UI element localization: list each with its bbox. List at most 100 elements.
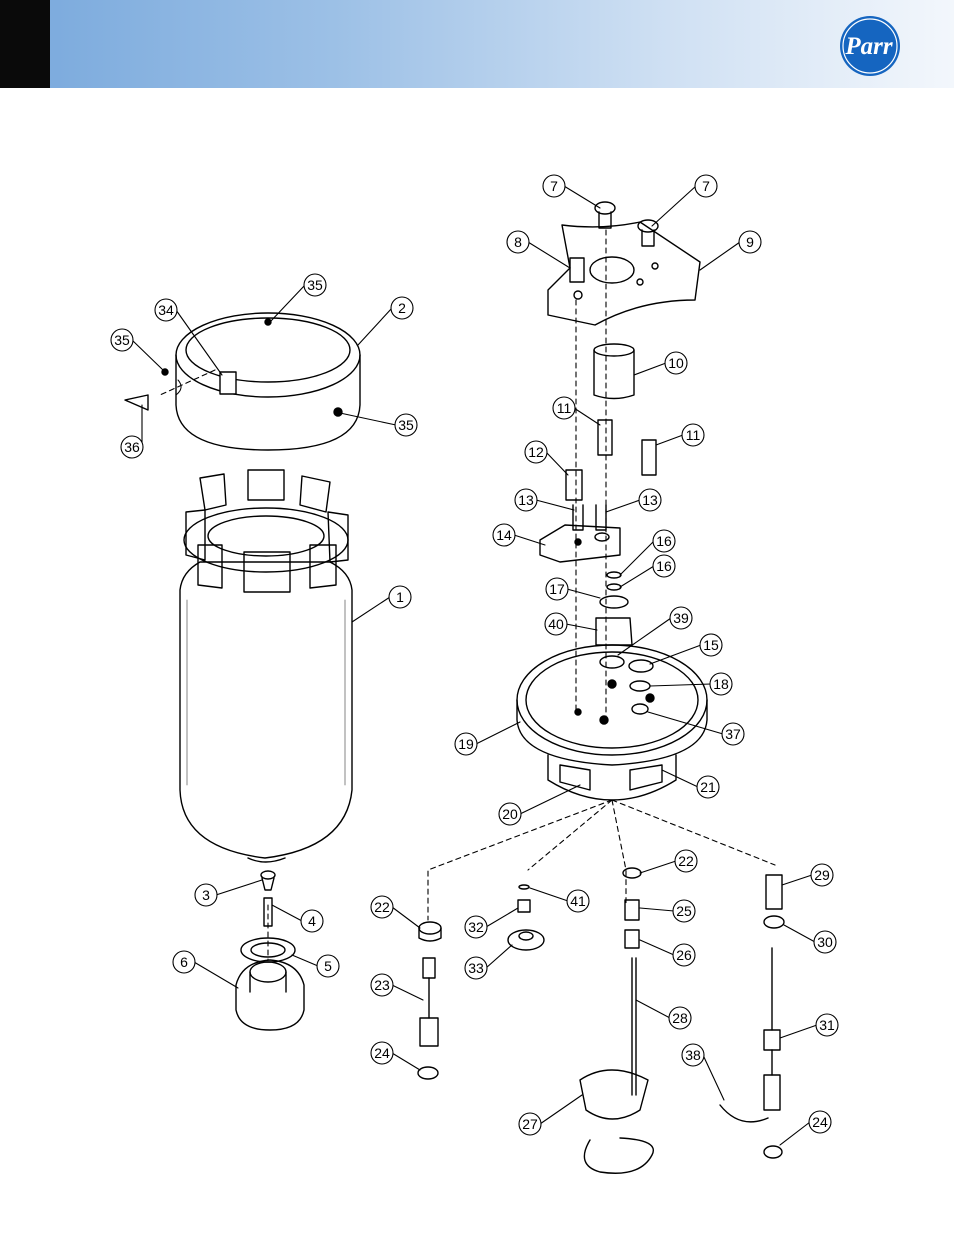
svg-text:36: 36 xyxy=(124,439,140,455)
svg-text:18: 18 xyxy=(713,676,729,692)
callout-7a: 7 xyxy=(543,175,600,208)
part-1-cylinder-vessel xyxy=(180,470,352,862)
svg-text:12: 12 xyxy=(528,444,544,460)
callout-28: 28 xyxy=(636,1000,691,1029)
svg-text:26: 26 xyxy=(676,947,692,963)
svg-text:11: 11 xyxy=(686,427,701,443)
callout-24b: 24 xyxy=(780,1111,831,1145)
callout-13a: 13 xyxy=(515,489,574,511)
svg-text:7: 7 xyxy=(702,178,710,194)
svg-text:3: 3 xyxy=(202,887,210,903)
callout-18: 18 xyxy=(650,673,732,695)
callout-27: 27 xyxy=(519,1095,582,1135)
svg-text:41: 41 xyxy=(570,893,586,909)
svg-text:8: 8 xyxy=(514,234,522,250)
callout-labels: 7 7 8 9 35 2 34 35 36 35 10 11 11 12 13 … xyxy=(111,175,838,1145)
callout-35c: 35 xyxy=(340,413,417,436)
svg-text:27: 27 xyxy=(522,1116,538,1132)
callout-35b: 35 xyxy=(111,329,163,370)
part-2-split-ring xyxy=(125,313,360,450)
svg-text:24: 24 xyxy=(812,1114,828,1130)
callout-13b: 13 xyxy=(606,489,661,512)
callout-24a: 24 xyxy=(371,1042,420,1070)
callout-38: 38 xyxy=(682,1044,724,1100)
svg-text:35: 35 xyxy=(398,417,414,433)
svg-text:32: 32 xyxy=(468,919,484,935)
svg-text:6: 6 xyxy=(180,954,188,970)
parts-3-6-bottom-fitting xyxy=(236,871,304,1030)
svg-text:14: 14 xyxy=(496,527,512,543)
svg-text:35: 35 xyxy=(114,332,130,348)
callout-22b: 22 xyxy=(371,896,420,928)
svg-text:24: 24 xyxy=(374,1045,390,1061)
parts-32-33-41-plug xyxy=(508,885,544,950)
svg-text:22: 22 xyxy=(678,853,694,869)
callout-15: 15 xyxy=(650,634,722,664)
svg-text:10: 10 xyxy=(668,355,684,371)
callout-31: 31 xyxy=(780,1014,838,1038)
callout-9: 9 xyxy=(700,231,761,270)
callout-34: 34 xyxy=(155,299,222,375)
svg-text:33: 33 xyxy=(468,960,484,976)
svg-text:1: 1 xyxy=(396,589,404,605)
parts-22-24-valve-stem xyxy=(418,922,441,1079)
svg-text:28: 28 xyxy=(672,1010,688,1026)
svg-text:4: 4 xyxy=(308,913,316,929)
callout-19: 19 xyxy=(455,722,520,755)
part-9-top-plate xyxy=(548,202,700,325)
svg-text:7: 7 xyxy=(550,178,558,194)
callout-12: 12 xyxy=(525,441,568,475)
callout-29: 29 xyxy=(782,864,833,886)
callout-11b: 11 xyxy=(656,424,704,446)
svg-text:20: 20 xyxy=(502,806,518,822)
svg-text:22: 22 xyxy=(374,899,390,915)
svg-text:31: 31 xyxy=(819,1017,835,1033)
parts-15-40-head-fittings xyxy=(596,572,654,714)
svg-text:13: 13 xyxy=(642,492,658,508)
callout-30: 30 xyxy=(784,925,836,953)
callout-1: 1 xyxy=(352,586,411,622)
callout-7b: 7 xyxy=(652,175,717,226)
callout-3: 3 xyxy=(195,880,262,906)
svg-text:19: 19 xyxy=(458,736,474,752)
callout-40: 40 xyxy=(545,613,597,635)
callout-25: 25 xyxy=(640,900,695,922)
callout-17: 17 xyxy=(546,578,600,600)
svg-text:30: 30 xyxy=(817,934,833,950)
svg-text:16: 16 xyxy=(656,558,672,574)
callout-10: 10 xyxy=(634,352,687,375)
parts-29-31-stem xyxy=(720,875,784,1158)
svg-text:23: 23 xyxy=(374,977,390,993)
callout-23: 23 xyxy=(371,974,423,1000)
svg-text:13: 13 xyxy=(518,492,534,508)
svg-text:9: 9 xyxy=(746,234,754,250)
svg-text:25: 25 xyxy=(676,903,692,919)
svg-text:11: 11 xyxy=(557,400,572,416)
parts-25-28-thermowell xyxy=(580,868,653,1173)
svg-text:29: 29 xyxy=(814,867,830,883)
svg-text:37: 37 xyxy=(725,726,741,742)
svg-text:39: 39 xyxy=(673,610,689,626)
svg-text:5: 5 xyxy=(324,958,332,974)
callout-16b: 16 xyxy=(620,555,675,587)
callout-26: 26 xyxy=(640,940,695,966)
callout-32: 32 xyxy=(465,908,518,938)
svg-text:2: 2 xyxy=(398,300,406,316)
callout-36: 36 xyxy=(121,405,143,458)
callout-20: 20 xyxy=(499,785,580,825)
svg-text:16: 16 xyxy=(656,533,672,549)
callout-39: 39 xyxy=(618,607,692,655)
svg-text:21: 21 xyxy=(700,779,716,795)
callout-41: 41 xyxy=(530,888,589,912)
svg-text:40: 40 xyxy=(548,616,564,632)
callout-14: 14 xyxy=(493,524,545,546)
callout-33: 33 xyxy=(465,945,512,979)
svg-text:34: 34 xyxy=(158,302,174,318)
callout-8: 8 xyxy=(507,231,570,268)
callout-2: 2 xyxy=(358,297,413,345)
callout-6: 6 xyxy=(173,951,238,988)
svg-text:38: 38 xyxy=(685,1047,701,1063)
svg-text:35: 35 xyxy=(307,277,323,293)
svg-text:17: 17 xyxy=(549,581,565,597)
